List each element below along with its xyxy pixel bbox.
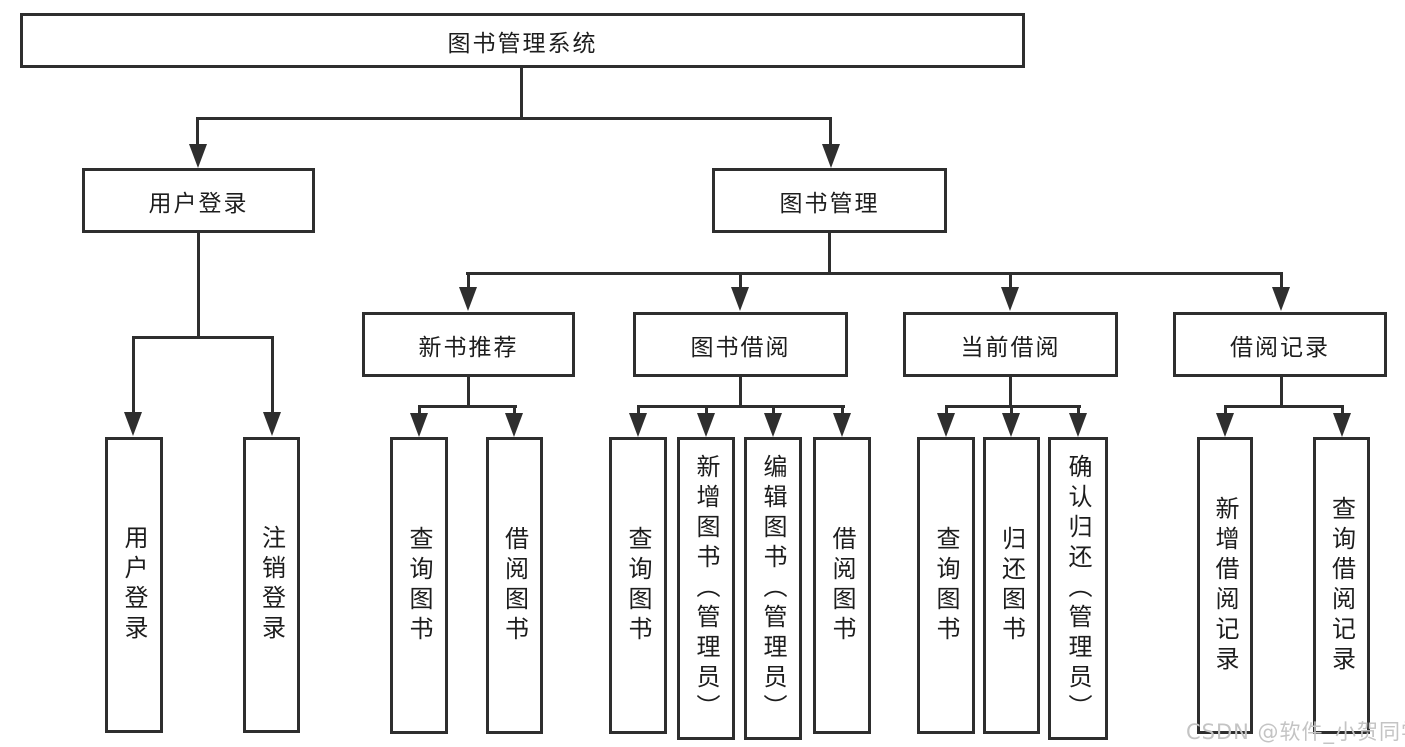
connector-line	[418, 405, 517, 408]
leaf-confirm-return-admin-label: 确认归还（管理员）	[1064, 453, 1092, 724]
arrow-down-icon	[1002, 413, 1020, 437]
leaf-add-book-admin: 新增图书（管理员）	[677, 437, 735, 740]
arrow-down-icon	[822, 144, 840, 168]
leaf-user-login-label: 用户登录	[120, 525, 148, 645]
connector-line	[637, 405, 845, 408]
leaf-query-borrow-record-label: 查询借阅记录	[1327, 495, 1356, 676]
connector-line	[418, 405, 421, 417]
arrow-down-icon	[410, 413, 428, 437]
connector-line	[1077, 405, 1080, 417]
arrow-down-icon	[1001, 287, 1019, 311]
node-new-book-recommend-label: 新书推荐	[418, 334, 519, 361]
leaf-logout-label: 注销登录	[257, 525, 286, 645]
connector-line	[739, 272, 742, 290]
leaf-add-borrow-record: 新增借阅记录	[1197, 437, 1253, 734]
connector-line	[705, 405, 708, 417]
leaf-query-books-borrowing: 查询图书	[609, 437, 667, 734]
connector-line	[772, 405, 775, 417]
connector-line	[1224, 405, 1344, 408]
connector-line	[829, 117, 832, 148]
connector-line	[739, 375, 742, 408]
leaf-borrow-books-recommend: 借阅图书	[486, 437, 543, 734]
connector-line	[945, 405, 948, 417]
connector-line	[828, 231, 831, 275]
node-user-login: 用户登录	[82, 168, 315, 233]
connector-line	[1280, 272, 1283, 290]
connector-line	[1009, 272, 1012, 290]
connector-line	[132, 336, 274, 339]
leaf-borrow-books-label: 借阅图书	[828, 525, 856, 646]
leaf-edit-book-admin: 编辑图书（管理员）	[744, 437, 802, 740]
connector-line	[513, 405, 516, 417]
node-new-book-recommend: 新书推荐	[362, 312, 575, 377]
node-borrow-records: 借阅记录	[1173, 312, 1387, 377]
node-book-management: 图书管理	[712, 168, 947, 233]
leaf-query-books-current-label: 查询图书	[932, 525, 960, 646]
connector-line	[196, 117, 199, 148]
arrow-down-icon	[124, 412, 142, 436]
connector-line	[1009, 375, 1012, 408]
arrow-down-icon	[1333, 413, 1351, 437]
node-book-borrowing: 图书借阅	[633, 312, 848, 377]
connector-line	[1280, 375, 1283, 408]
connector-line	[197, 231, 200, 339]
arrow-down-icon	[505, 413, 523, 437]
connector-line	[637, 405, 640, 417]
arrow-down-icon	[731, 287, 749, 311]
leaf-logout: 注销登录	[243, 437, 300, 733]
leaf-confirm-return-admin: 确认归还（管理员）	[1048, 437, 1108, 740]
connector-line	[466, 272, 1283, 275]
arrow-down-icon	[629, 413, 647, 437]
connector-line	[467, 272, 470, 290]
arrow-down-icon	[764, 413, 782, 437]
connector-line	[467, 375, 470, 408]
node-library-system: 图书管理系统	[20, 13, 1025, 68]
connector-line	[196, 117, 832, 120]
leaf-edit-book-admin-label: 编辑图书（管理员）	[759, 453, 787, 724]
node-book-borrowing-label: 图书借阅	[690, 334, 791, 361]
arrow-down-icon	[189, 144, 207, 168]
arrow-down-icon	[833, 413, 851, 437]
node-user-login-label: 用户登录	[148, 190, 249, 217]
leaf-user-login: 用户登录	[105, 437, 163, 733]
connector-line	[945, 405, 1081, 408]
arrow-down-icon	[937, 413, 955, 437]
leaf-add-book-admin-label: 新增图书（管理员）	[692, 453, 720, 724]
leaf-query-books-borrowing-label: 查询图书	[624, 525, 652, 646]
connector-line	[1224, 405, 1227, 417]
leaf-borrow-books-recommend-label: 借阅图书	[500, 525, 529, 646]
node-library-system-label: 图书管理系统	[447, 30, 598, 57]
arrow-down-icon	[459, 287, 477, 311]
connector-line	[841, 405, 844, 417]
connector-line	[1341, 405, 1344, 417]
node-book-management-label: 图书管理	[779, 190, 880, 217]
arrow-down-icon	[1272, 287, 1290, 311]
arrow-down-icon	[263, 412, 281, 436]
node-borrow-records-label: 借阅记录	[1230, 334, 1330, 361]
leaf-return-books: 归还图书	[983, 437, 1040, 734]
arrow-down-icon	[697, 413, 715, 437]
arrow-down-icon	[1069, 413, 1087, 437]
leaf-query-borrow-record: 查询借阅记录	[1313, 437, 1370, 734]
node-current-borrowing: 当前借阅	[903, 312, 1118, 377]
leaf-return-books-label: 归还图书	[997, 525, 1026, 646]
leaf-query-books-recommend: 查询图书	[390, 437, 448, 734]
leaf-add-borrow-record-label: 新增借阅记录	[1211, 495, 1239, 676]
connector-line	[520, 66, 523, 118]
connector-line	[271, 336, 274, 416]
node-current-borrowing-label: 当前借阅	[960, 334, 1061, 361]
leaf-query-books-current: 查询图书	[917, 437, 975, 734]
connector-line	[1010, 405, 1013, 417]
connector-line	[132, 336, 135, 416]
leaf-query-books-recommend-label: 查询图书	[405, 525, 433, 646]
leaf-borrow-books: 借阅图书	[813, 437, 871, 734]
arrow-down-icon	[1216, 413, 1234, 437]
csdn-watermark: CSDN @软件_小贺同学	[1186, 720, 1405, 744]
